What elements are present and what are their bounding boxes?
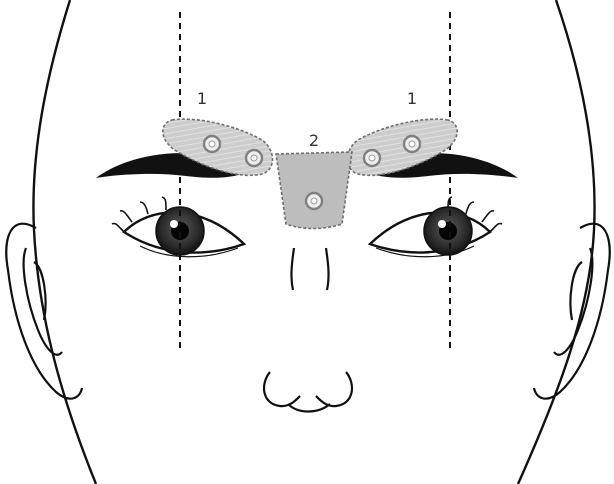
right-brow-zone-label: 1: [407, 89, 417, 108]
left-brow-zone-label: 1: [197, 89, 207, 108]
electrode: [204, 136, 220, 152]
left-eye: [112, 197, 244, 257]
glabella-zone-label: 2: [309, 131, 319, 150]
glabella-electrode-pad: [276, 152, 352, 229]
head-outline-right: [518, 0, 595, 484]
electrode: [306, 193, 322, 209]
right-ear: [534, 224, 610, 399]
head-outline-left: [33, 0, 96, 484]
nose: [264, 248, 352, 412]
electrode: [246, 150, 262, 166]
right-eye: [370, 197, 502, 257]
electrode: [364, 150, 380, 166]
electrode: [404, 136, 420, 152]
